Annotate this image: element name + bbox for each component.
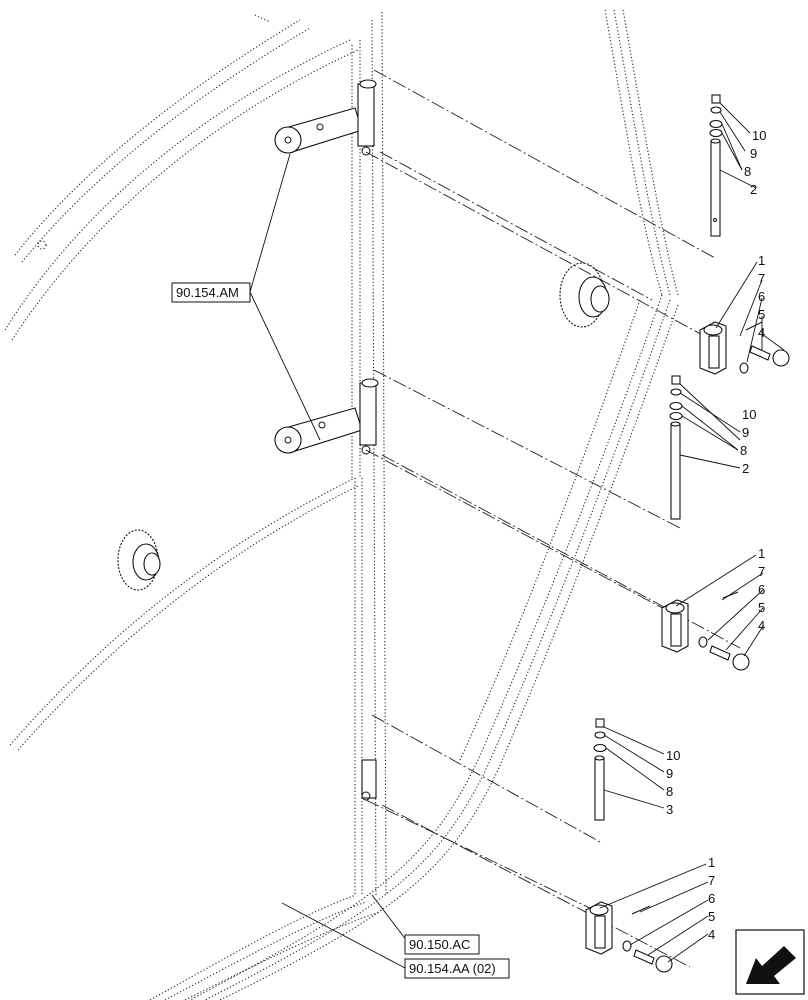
callout-1: 1 [708, 855, 715, 870]
pin-assembly-1 [709, 94, 723, 237]
callout-leaders [249, 102, 785, 969]
callout-4: 4 [708, 927, 715, 942]
callout-5: 5 [758, 307, 765, 322]
svg-text:90.154.AA (02): 90.154.AA (02) [409, 961, 496, 976]
callouts-group-2: 10 9 8 2 1 7 6 5 4 [740, 407, 765, 633]
callout-5: 5 [708, 909, 715, 924]
arrow-back-icon[interactable] [735, 929, 805, 995]
callout-1: 1 [758, 253, 765, 268]
callout-6: 6 [758, 582, 765, 597]
cab-door-outline [4, 9, 679, 1000]
callout-2: 2 [742, 461, 749, 476]
callout-2: 2 [750, 182, 757, 197]
callout-10: 10 [742, 407, 756, 422]
callout-4: 4 [758, 325, 765, 340]
lower-hinge-plate [274, 378, 379, 455]
door-lock-knob-right [559, 262, 610, 328]
callout-6: 6 [708, 891, 715, 906]
callout-8: 8 [740, 443, 747, 458]
callouts-group-1: 10 9 8 2 1 7 6 5 4 [744, 128, 766, 340]
door-lock-knob-left [117, 529, 161, 591]
callout-5: 5 [758, 600, 765, 615]
callout-1: 1 [758, 546, 765, 561]
callout-6: 6 [758, 289, 765, 304]
callout-10: 10 [752, 128, 766, 143]
ref-90-154-aa-02[interactable]: 90.154.AA (02) [404, 958, 510, 979]
callout-8: 8 [666, 784, 673, 799]
upper-hinge-plate [274, 79, 377, 156]
bottom-hinge-knuckle [361, 759, 377, 801]
hinge-bracket-1 [699, 321, 790, 375]
ref-90-154-am[interactable]: 90.154.AM [171, 282, 251, 303]
callout-9: 9 [750, 146, 757, 161]
callout-7: 7 [758, 271, 765, 286]
callout-7: 7 [708, 873, 715, 888]
ref-90-150-ac[interactable]: 90.150.AC [404, 934, 480, 955]
svg-text:90.154.AM: 90.154.AM [176, 285, 239, 300]
hinge-bracket-3 [585, 901, 673, 973]
callouts-group-3: 10 9 8 3 1 7 6 5 4 [666, 748, 715, 942]
callout-9: 9 [742, 425, 749, 440]
callout-4: 4 [758, 618, 765, 633]
callout-9: 9 [666, 766, 673, 781]
pin-assembly-3 [593, 718, 607, 821]
hinge-bracket-2 [661, 591, 750, 671]
callout-10: 10 [666, 748, 680, 763]
callout-8: 8 [744, 164, 751, 179]
alignment-lines [365, 69, 741, 968]
callout-3: 3 [666, 802, 673, 817]
svg-text:90.150.AC: 90.150.AC [409, 937, 470, 952]
callout-7: 7 [758, 564, 765, 579]
pin-assembly-2 [669, 375, 683, 520]
